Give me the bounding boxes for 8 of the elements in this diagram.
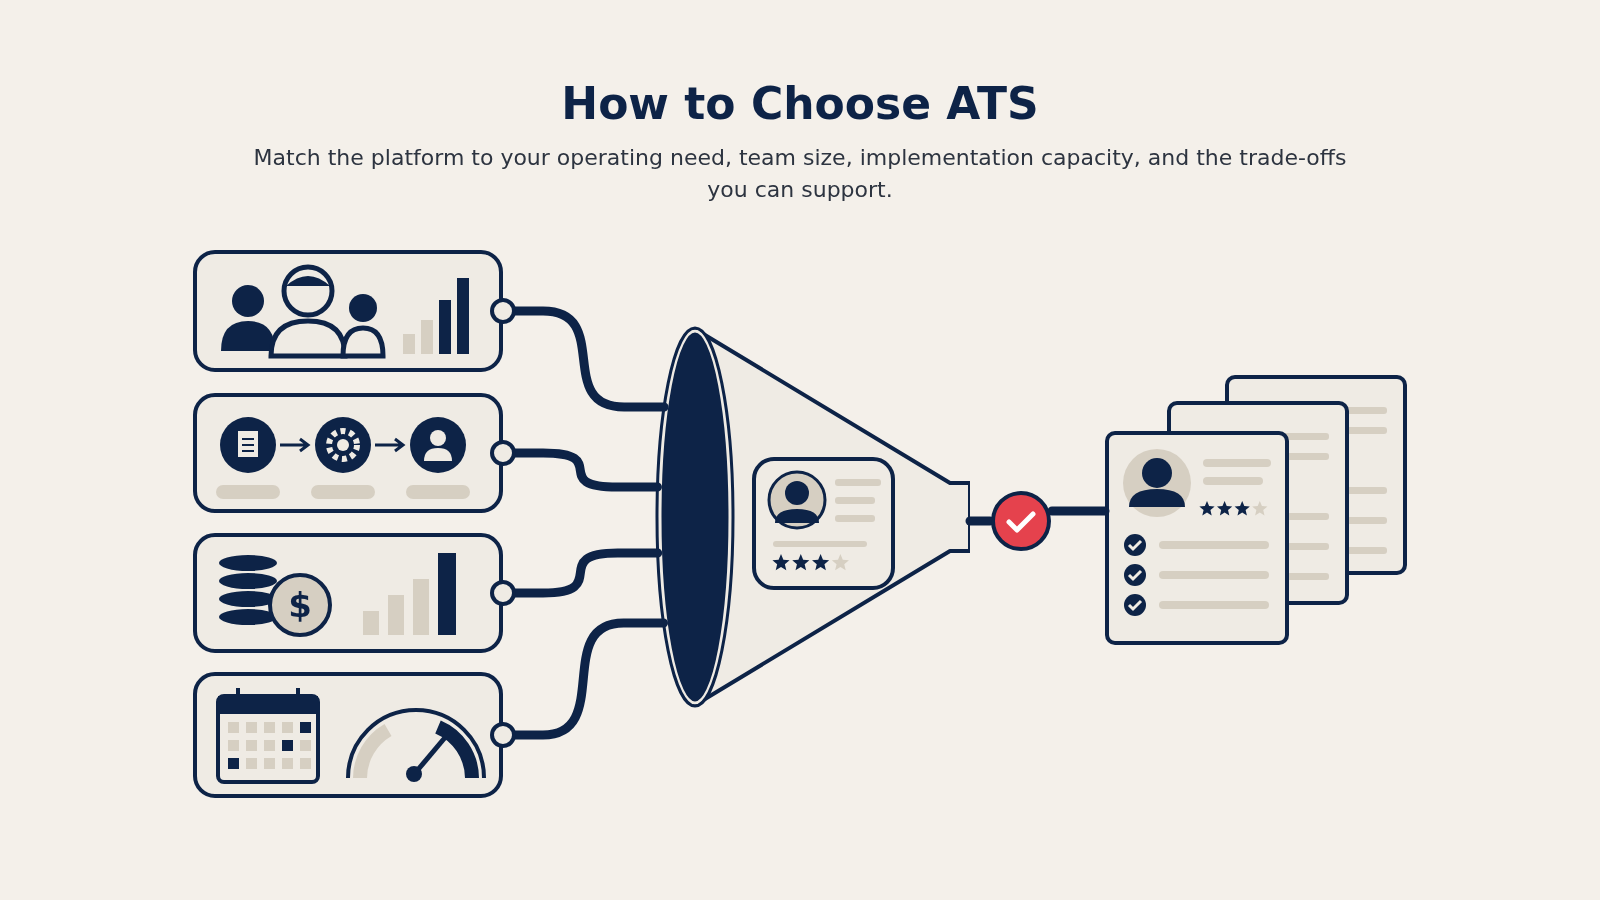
diagram-title: How to Choose ATS <box>561 78 1039 129</box>
budget-card <box>193 533 503 653</box>
timeline-card <box>193 672 503 798</box>
team-card <box>193 250 503 372</box>
subtitle: Match the platform to your operating need, team size, implementation capacity, and the trade-offs you can support. <box>252 144 1348 204</box>
candidate-card <box>752 457 895 590</box>
dollar-sign: $ <box>288 585 312 625</box>
workflow-card <box>193 393 503 513</box>
